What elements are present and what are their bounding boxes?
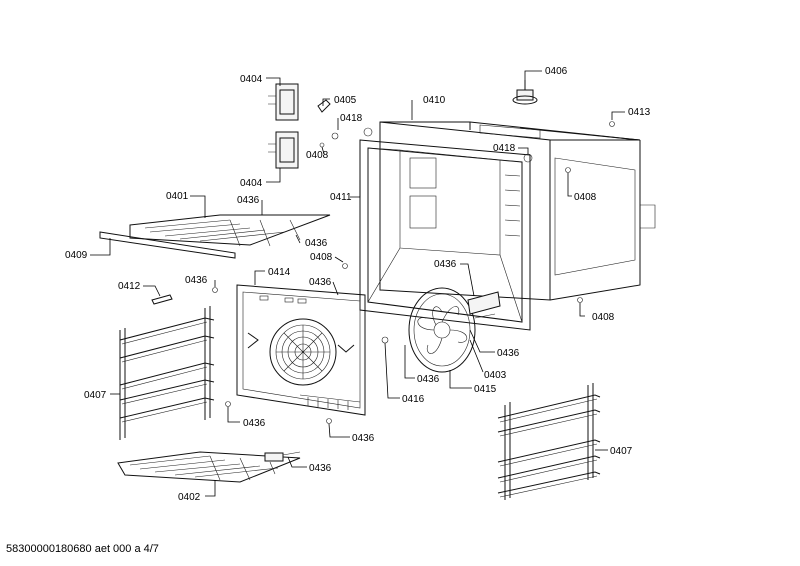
callout-0410: 0410	[423, 95, 446, 106]
callout-0436-g: 0436	[417, 374, 440, 385]
heating-element-0402	[117, 451, 301, 483]
callout-0436-j: 0436	[309, 463, 332, 474]
clip-part-0405	[317, 99, 331, 113]
oven-cavity	[359, 121, 656, 331]
screw-0408-c	[342, 263, 348, 269]
clip-part-0412	[151, 294, 173, 305]
fan-assembly-0403	[408, 287, 501, 373]
document-reference: 58300000180680 aet 000 a 4/7	[6, 543, 159, 555]
screw-0436-h	[225, 401, 231, 407]
callout-0411: 0411	[330, 192, 352, 203]
callout-0418-b: 0418	[493, 143, 516, 154]
rear-panel-0414	[236, 284, 366, 416]
callout-0408-d: 0408	[592, 312, 615, 323]
callout-0436-b: 0436	[305, 238, 328, 249]
callout-0412: 0412	[118, 281, 141, 292]
callout-0416: 0416	[402, 394, 425, 405]
callout-0436-f: 0436	[497, 348, 520, 359]
callout-0415: 0415	[474, 384, 497, 395]
callout-0407-left: 0407	[84, 390, 107, 401]
callout-0436-i: 0436	[352, 433, 375, 444]
lamp-part-0404-top	[268, 83, 299, 121]
callout-0413: 0413	[628, 107, 651, 118]
callout-0409: 0409	[65, 250, 88, 261]
callout-0403: 0403	[484, 370, 507, 381]
callout-0404-top: 0404	[240, 74, 263, 85]
leader-lines	[90, 70, 625, 497]
callout-0436-d: 0436	[309, 277, 332, 288]
callout-0405: 0405	[334, 95, 357, 106]
callout-0436-e: 0436	[434, 259, 457, 270]
screw-0436-i	[326, 418, 332, 424]
callout-0436-c: 0436	[185, 275, 208, 286]
sensor-part-0406	[512, 80, 538, 105]
heating-element-0401	[99, 214, 331, 259]
shelf-rack-0407-right	[497, 383, 601, 500]
screw-0436-c	[212, 287, 218, 293]
callout-labels: 0404 0404 0405 0418 0408 0410 0406 0413 …	[65, 66, 651, 503]
screw-0418-a	[331, 132, 339, 140]
callout-0414: 0414	[268, 267, 291, 278]
callout-0418-a: 0418	[340, 113, 363, 124]
callout-0436-h: 0436	[243, 418, 266, 429]
callout-0406: 0406	[545, 66, 568, 77]
callout-0408-c: 0408	[310, 252, 333, 263]
lamp-part-0404-bottom	[268, 131, 299, 169]
shelf-rack-0407-left	[119, 306, 215, 440]
callout-0402: 0402	[178, 492, 201, 503]
screw-0408-a	[319, 142, 325, 148]
callout-0404-bottom: 0404	[240, 178, 263, 189]
callout-0436-a: 0436	[237, 195, 260, 206]
callout-0408-a: 0408	[306, 150, 329, 161]
callout-0401: 0401	[166, 191, 189, 202]
callout-0407-right: 0407	[610, 446, 633, 457]
callout-0408-b: 0408	[574, 192, 597, 203]
screw-0416	[381, 336, 389, 344]
